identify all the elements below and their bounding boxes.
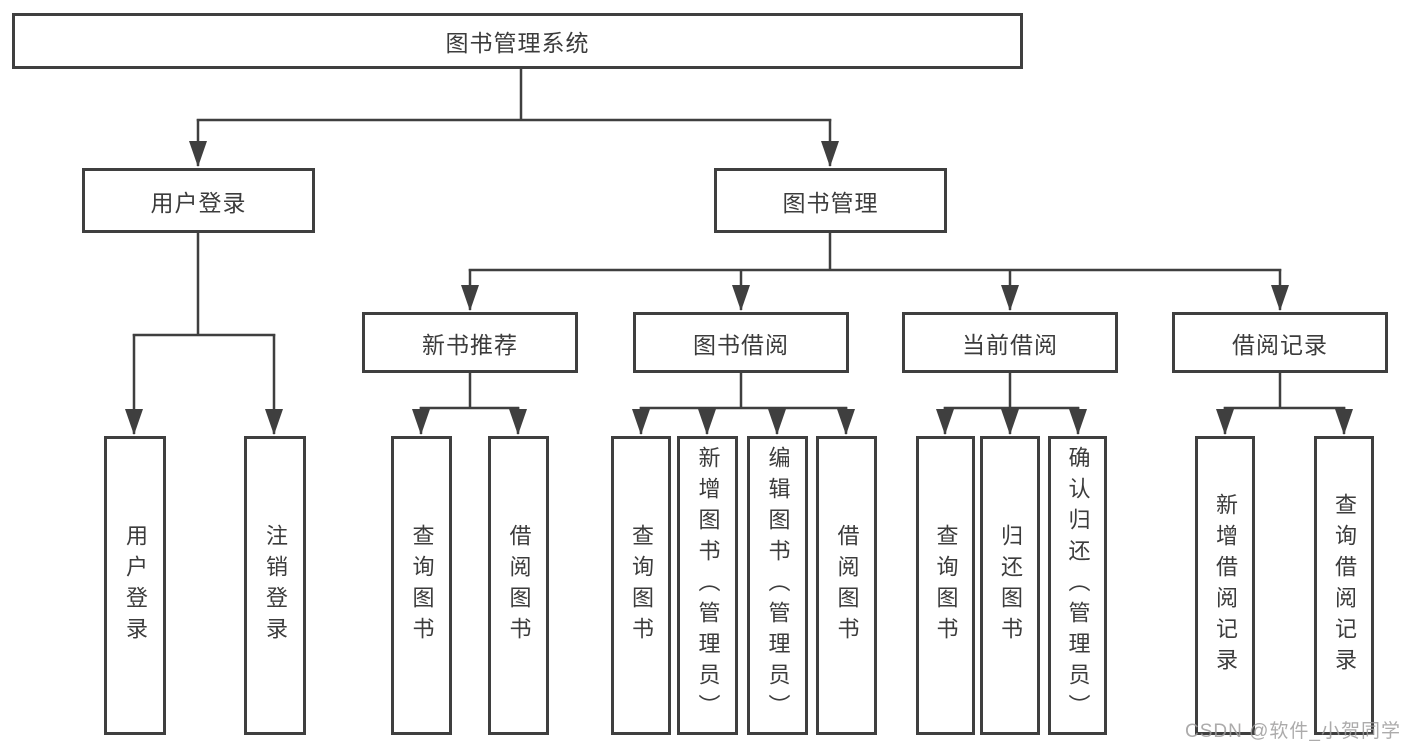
node-book-management-system: 图书管理系统 — [12, 13, 1023, 69]
node-book-management: 图书管理 — [714, 168, 947, 233]
leaf-user-login: 用户登录 — [104, 436, 166, 735]
leaf-logout: 注销登录 — [244, 436, 306, 735]
csdn-watermark: CSDN @软件_小贺同学 — [1185, 721, 1401, 742]
connector-new-books-to-leaves — [412, 372, 527, 435]
connector-user-login-to-leaves — [125, 232, 283, 435]
connector-book-mgmt-to-level3 — [461, 232, 1289, 311]
node-current-borrowing: 当前借阅 — [902, 312, 1118, 373]
connector-records-to-leaves — [1216, 372, 1353, 435]
leaf-return-books: 归还图书 — [980, 436, 1040, 735]
leaf-borrow-books: 借阅图书 — [816, 436, 877, 735]
node-book-borrowing: 图书借阅 — [633, 312, 849, 373]
leaf-query-books-current: 查询图书 — [916, 436, 975, 735]
leaf-query-borrow-record: 查询借阅记录 — [1314, 436, 1374, 735]
leaf-confirm-return-admin: 确认归还（管理员） — [1048, 436, 1107, 735]
connector-current-borrow-to-leaves — [936, 372, 1087, 435]
leaf-query-books-recommend: 查询图书 — [391, 436, 452, 735]
leaf-add-borrow-record: 新增借阅记录 — [1195, 436, 1255, 735]
leaf-borrow-books-recommend: 借阅图书 — [488, 436, 549, 735]
connector-book-borrow-to-leaves — [632, 372, 855, 435]
node-borrowing-records: 借阅记录 — [1172, 312, 1388, 373]
node-new-book-recommendation: 新书推荐 — [362, 312, 578, 373]
leaf-query-books-borrow: 查询图书 — [611, 436, 671, 735]
connector-root-to-level2 — [189, 68, 839, 167]
node-user-login: 用户登录 — [82, 168, 315, 233]
leaf-add-book-admin: 新增图书（管理员） — [677, 436, 738, 735]
leaf-edit-book-admin: 编辑图书（管理员） — [747, 436, 808, 735]
